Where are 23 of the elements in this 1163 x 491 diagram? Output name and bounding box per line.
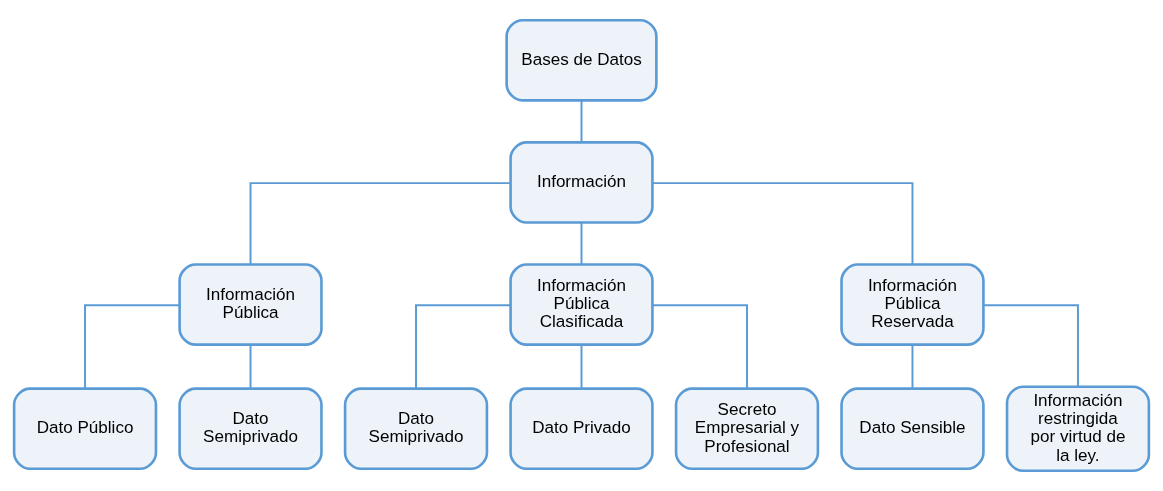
node-box: Bases de Datos bbox=[505, 18, 658, 102]
connector bbox=[249, 343, 252, 390]
connector bbox=[911, 343, 914, 390]
node-box: Dato Semiprivado bbox=[343, 387, 489, 471]
node-box: Secreto Empresarial y Profesional bbox=[674, 387, 820, 471]
node-box: Información bbox=[509, 141, 654, 224]
node-box: Dato Semiprivado bbox=[178, 387, 323, 471]
connector bbox=[651, 182, 914, 266]
connector bbox=[580, 343, 583, 390]
node-box: Dato Sensible bbox=[840, 387, 985, 471]
connector bbox=[84, 304, 181, 390]
connector bbox=[651, 304, 748, 390]
node-box: Dato Público bbox=[12, 387, 158, 471]
connector bbox=[580, 221, 583, 266]
connector bbox=[982, 304, 1079, 388]
connector bbox=[249, 182, 512, 266]
node-box: Información Pública bbox=[178, 263, 323, 346]
connector bbox=[415, 304, 512, 390]
connector bbox=[580, 99, 583, 144]
node-box: Información restringida por virtud de la ley. bbox=[1005, 385, 1151, 473]
node-box: Información Pública Clasificada bbox=[509, 263, 654, 346]
node-box: Información Pública Reservada bbox=[840, 263, 985, 346]
node-box: Dato Privado bbox=[509, 387, 654, 471]
